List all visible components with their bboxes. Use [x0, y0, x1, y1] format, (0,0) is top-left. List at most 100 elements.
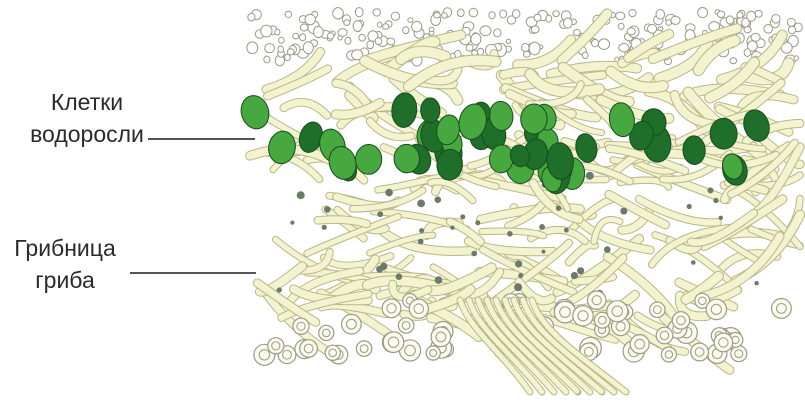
- lower-cortex-cell: [607, 301, 628, 322]
- cortex-cell: [477, 48, 483, 55]
- cortex-cell: [698, 8, 708, 18]
- hypha-knot: [687, 204, 692, 209]
- cortex-cell: [616, 12, 625, 20]
- cortex-cell: [279, 37, 285, 43]
- hypha-knot: [385, 189, 393, 197]
- cortex-cell: [506, 39, 511, 43]
- cortex-cell: [391, 12, 399, 20]
- lower-cortex-cell: [672, 312, 689, 329]
- lower-cortex-cell: [426, 346, 440, 360]
- cortex-cell: [375, 38, 382, 45]
- cortex-cell: [247, 42, 258, 54]
- cortex-cell: [582, 52, 588, 59]
- hypha-knot: [419, 228, 424, 233]
- hypha-knot: [277, 287, 282, 292]
- cortex-cell: [314, 26, 324, 37]
- hypha-knot: [417, 200, 425, 208]
- cortex-cell: [387, 38, 395, 45]
- cortex-cell: [648, 24, 657, 33]
- cortex-cell: [787, 18, 795, 26]
- lower-cortex-cell: [431, 327, 451, 347]
- cortex-cell: [794, 56, 799, 61]
- cortex-cell: [300, 34, 306, 41]
- cortex-cell: [658, 27, 663, 31]
- hypha-knot: [435, 196, 442, 203]
- lower-cortex-cell: [656, 327, 673, 344]
- cortex-cell: [457, 9, 464, 17]
- hypha-knot: [471, 251, 477, 257]
- hypha-knot: [719, 216, 723, 220]
- hypha-knot: [754, 281, 758, 285]
- lower-cortex-cell: [325, 345, 340, 360]
- cortex-cell: [300, 24, 308, 31]
- cortex-cell: [546, 15, 552, 22]
- lower-cortex-cell: [293, 318, 309, 334]
- cortex-cell: [524, 51, 531, 57]
- hypha-knot: [435, 276, 443, 284]
- hypha-knot: [577, 267, 584, 274]
- lower-cortex-cell: [268, 338, 284, 354]
- cortex-cell: [265, 44, 275, 53]
- algae-cell: [709, 118, 737, 150]
- cortex-cell: [367, 41, 374, 49]
- cortex-cell: [751, 33, 760, 41]
- cortex-cell: [726, 16, 734, 24]
- hypha-knot: [556, 205, 562, 211]
- lower-cortex-cell: [382, 299, 401, 318]
- cortex-cell: [373, 9, 380, 16]
- hypha-knot: [290, 221, 294, 225]
- cortex-cell: [328, 33, 334, 39]
- cortex-cell: [500, 10, 507, 18]
- hypha-knot: [460, 214, 465, 219]
- lower-cortex-cell: [772, 299, 792, 319]
- cortex-cell: [353, 21, 362, 32]
- cortex-cell: [627, 28, 635, 35]
- hypha-knot: [620, 208, 627, 215]
- cortex-cell: [480, 26, 491, 36]
- hypha-knot: [708, 187, 714, 193]
- cortex-cell: [471, 33, 481, 45]
- hypha-knot: [475, 220, 480, 225]
- lower-cortex-cell: [650, 302, 665, 317]
- cortex-cell: [737, 12, 743, 18]
- cortex-cell: [345, 37, 351, 44]
- cortex-cell: [377, 22, 382, 27]
- label-algae-cells: Клетки водоросли: [22, 86, 152, 150]
- cortex-cell: [618, 23, 624, 29]
- cortex-cell: [489, 12, 495, 19]
- cortex-cell: [248, 13, 255, 21]
- cortex-cell: [656, 10, 665, 20]
- cortex-cell: [412, 21, 422, 32]
- label-fungus-line2: гриба: [6, 264, 124, 296]
- lower-cortex-cell: [714, 333, 733, 352]
- cortex-cell: [744, 49, 751, 57]
- hypha-knot: [514, 283, 522, 291]
- cortex-cell: [338, 36, 342, 40]
- cortex-cell: [592, 39, 599, 46]
- cortex-cell: [730, 58, 737, 64]
- cortex-cell: [717, 11, 724, 17]
- cortex-cell: [359, 34, 366, 41]
- cortex-cell: [469, 8, 478, 17]
- lower-cortex-cell: [588, 291, 606, 309]
- lower-cortex-cell: [342, 314, 362, 334]
- lower-cortex-cell: [554, 301, 575, 322]
- cortex-cell: [744, 27, 751, 33]
- hypha-knot: [377, 211, 383, 217]
- cortex-cell: [671, 16, 680, 24]
- hypha-knot: [418, 239, 424, 245]
- hypha-knot: [297, 191, 305, 199]
- label-algae-line1: Клетки: [22, 86, 152, 118]
- cortex-cell: [333, 8, 344, 19]
- hypha-knot: [396, 273, 403, 280]
- hypha-knot: [542, 250, 546, 254]
- cortex-cell: [666, 20, 671, 26]
- hypha-knot: [507, 231, 513, 237]
- cortex-cell: [534, 14, 541, 21]
- cortex-cell: [529, 42, 540, 55]
- hypha-knot: [691, 260, 696, 265]
- lower-cortex-cell: [383, 332, 404, 353]
- cortex-cell: [788, 26, 795, 33]
- cortex-cell: [293, 33, 299, 39]
- lower-cortex-cell: [573, 306, 593, 326]
